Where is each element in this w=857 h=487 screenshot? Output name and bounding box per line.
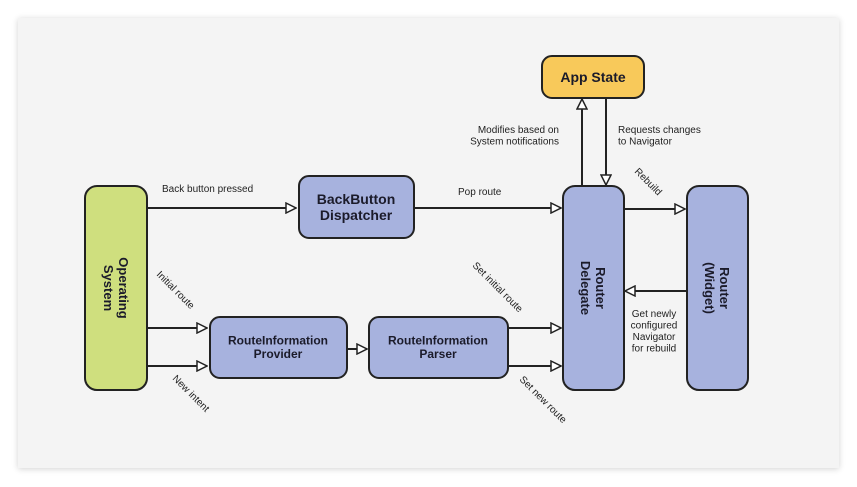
router-widget-node <box>686 185 749 391</box>
operating-system-node <box>84 185 148 391</box>
router-widget-label: Router(Widget) <box>702 262 732 314</box>
route-information-parser-node <box>368 316 509 379</box>
app-state-node <box>541 55 645 99</box>
label-back-button-pressed: Back button pressed <box>162 184 253 195</box>
label-rebuild: Rebuild <box>632 166 664 198</box>
label-new-intent: New intent <box>170 373 211 414</box>
app-state-label: App State <box>560 69 626 85</box>
label-set-new-route: Set new route <box>517 374 569 426</box>
router-delegate-node <box>562 185 625 391</box>
router-delegate-label: RouterDelegate <box>578 261 608 315</box>
label-set-initial-route: Set initial route <box>470 260 525 315</box>
route-information-provider-node <box>209 316 348 379</box>
operating-system-label: OperatingSystem <box>101 257 131 318</box>
backbutton-dispatcher-node <box>298 175 415 239</box>
label-pop-route: Pop route <box>458 187 502 198</box>
label-initial-route: Initial route <box>154 269 197 312</box>
